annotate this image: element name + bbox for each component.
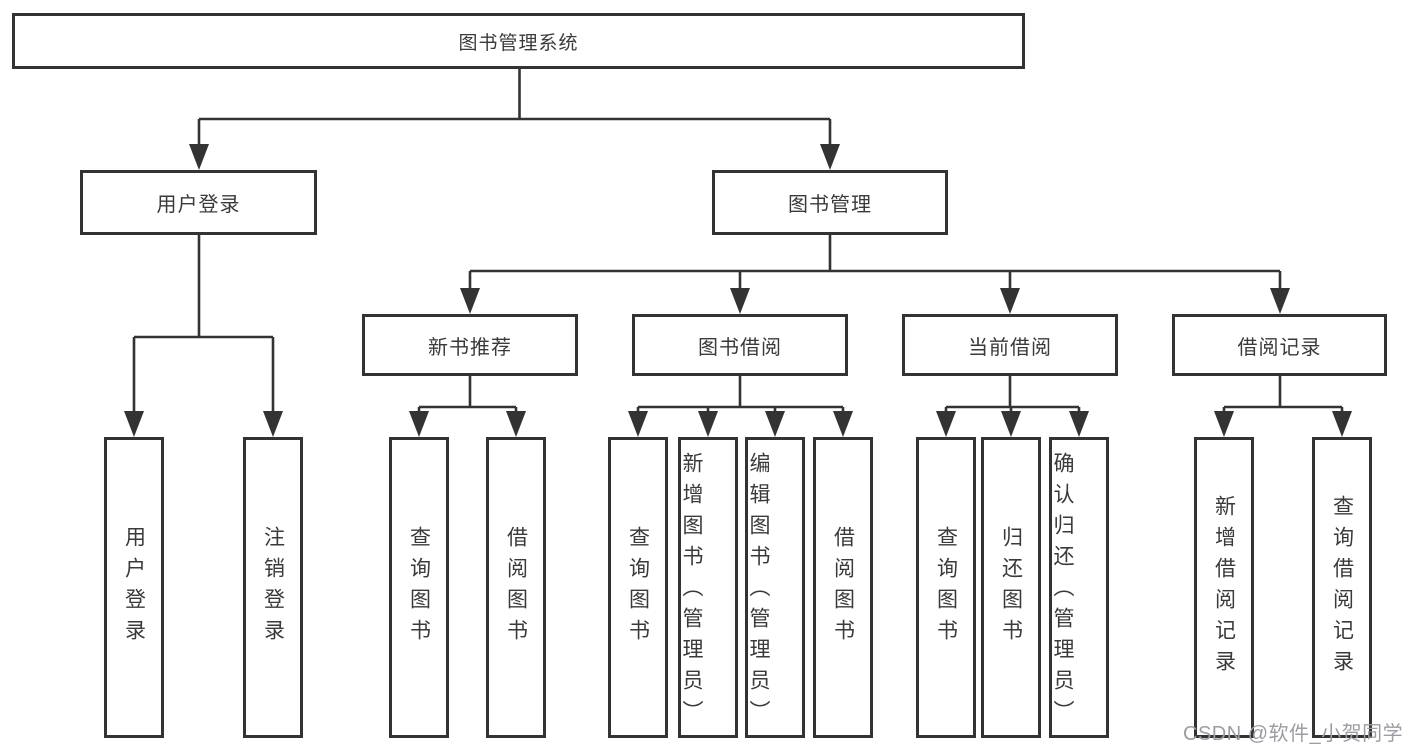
node-borrowing-records-label: 借阅记录 bbox=[1237, 336, 1322, 359]
node-new-book-recommendation-label: 新书推荐 bbox=[428, 336, 512, 359]
leaf-query-borrow-record-label: 查询借阅记录 bbox=[1330, 494, 1354, 681]
node-user-login-label: 用户登录 bbox=[156, 194, 241, 216]
leaf-user-login: 用户登录 bbox=[104, 437, 164, 738]
leaf-borrow-book-recommend-label: 借阅图书 bbox=[504, 525, 528, 650]
leaf-confirm-return-admin-label: 确认归还（管理员） bbox=[1051, 452, 1074, 731]
leaf-query-book-recommend-label: 查询图书 bbox=[407, 525, 431, 650]
node-new-book-recommendation: 新书推荐 bbox=[362, 314, 578, 376]
node-book-borrowing-label: 图书借阅 bbox=[698, 336, 782, 359]
leaf-return-book: 归还图书 bbox=[981, 437, 1041, 738]
leaf-query-book-borrowing-label: 查询图书 bbox=[626, 525, 650, 650]
leaf-user-login-label: 用户登录 bbox=[122, 525, 146, 650]
leaf-add-book-admin-label: 新增图书（管理员） bbox=[680, 452, 703, 731]
leaf-borrow-book: 借阅图书 bbox=[813, 437, 873, 738]
leaf-query-borrow-record: 查询借阅记录 bbox=[1312, 437, 1372, 738]
leaf-edit-book-admin: 编辑图书（管理员） bbox=[745, 437, 805, 738]
node-root: 图书管理系统 bbox=[12, 13, 1025, 69]
leaf-borrow-book-label: 借阅图书 bbox=[831, 525, 855, 650]
csdn-watermark: CSDN @软件_小贺同学 bbox=[1183, 723, 1404, 745]
leaf-query-book-borrowing: 查询图书 bbox=[608, 437, 668, 738]
leaf-borrow-book-recommend: 借阅图书 bbox=[486, 437, 546, 738]
node-root-label: 图书管理系统 bbox=[458, 32, 579, 54]
node-book-borrowing: 图书借阅 bbox=[632, 314, 848, 376]
leaf-logout-label: 注销登录 bbox=[261, 525, 285, 650]
leaf-query-book-current-label: 查询图书 bbox=[934, 525, 958, 650]
leaf-confirm-return-admin: 确认归还（管理员） bbox=[1049, 437, 1109, 738]
leaf-return-book-label: 归还图书 bbox=[999, 525, 1023, 650]
leaf-edit-book-admin-label: 编辑图书（管理员） bbox=[747, 452, 770, 731]
leaf-query-book-current: 查询图书 bbox=[916, 437, 976, 738]
leaf-add-book-admin: 新增图书（管理员） bbox=[678, 437, 738, 738]
leaf-add-borrow-record-label: 新增借阅记录 bbox=[1212, 494, 1236, 681]
node-borrowing-records: 借阅记录 bbox=[1172, 314, 1387, 376]
node-user-login: 用户登录 bbox=[80, 170, 317, 235]
node-book-management: 图书管理 bbox=[712, 170, 948, 235]
leaf-add-borrow-record: 新增借阅记录 bbox=[1194, 437, 1254, 738]
leaf-query-book-recommend: 查询图书 bbox=[389, 437, 449, 738]
node-book-management-label: 图书管理 bbox=[788, 194, 872, 216]
node-current-borrowing-label: 当前借阅 bbox=[968, 336, 1052, 359]
leaf-logout: 注销登录 bbox=[243, 437, 303, 738]
node-current-borrowing: 当前借阅 bbox=[902, 314, 1118, 376]
